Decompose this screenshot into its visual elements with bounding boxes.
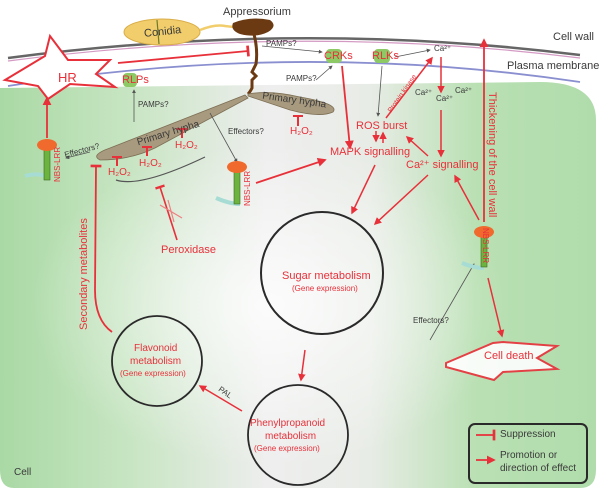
label-hr: HR	[58, 70, 77, 85]
legend-promotion-1: Promotion or	[500, 450, 558, 461]
legend-promotion-2: direction of effect	[500, 463, 576, 474]
label-nbs-lrr-right: NBS-LRR	[481, 228, 490, 264]
label-plasma-membrane: Plasma membrane	[507, 60, 600, 72]
nbs-lrr-middle	[215, 161, 247, 206]
label-ca-signalling: Ca²⁺ signalling	[406, 159, 479, 171]
label-ros-burst: ROS burst	[356, 120, 408, 132]
label-nbs-lrr-left: NBS-LRR	[53, 146, 62, 182]
label-ca-1: Ca²⁺	[415, 88, 433, 97]
label-effectors-middle: Effectors?	[228, 127, 264, 136]
label-peroxidase: Peroxidase	[161, 244, 217, 256]
label-rlps: RLPs	[122, 74, 149, 86]
label-sugar-metabolism: Sugar metabolism	[282, 270, 371, 282]
legend-suppression: Suppression	[500, 429, 556, 440]
label-pamps-3: PAMPs?	[138, 100, 169, 109]
label-h2o2-3: H₂O₂	[175, 140, 198, 151]
sugar-metabolism-circle	[260, 211, 384, 335]
label-cell-wall: Cell wall	[553, 31, 594, 43]
label-phenylpropanoid-2: metabolism	[265, 431, 317, 442]
label-flavonoid-2: metabolism	[130, 356, 182, 367]
label-h2o2-1: H₂O₂	[108, 167, 131, 178]
label-thickening-cell-wall: Thickening of the cell wall	[486, 92, 498, 218]
label-cell-death: Cell death	[484, 350, 534, 362]
label-appressorium: Appressorium	[223, 6, 291, 18]
primary-hypha-short	[247, 92, 335, 115]
label-h2o2-4: H₂O₂	[290, 126, 313, 137]
appressorium-shape	[232, 18, 274, 36]
label-effectors-right: Effectors?	[413, 316, 449, 325]
hr-star	[2, 33, 119, 101]
label-pamps-1: PAMPs?	[266, 39, 297, 48]
nbs-lrr-right	[461, 226, 494, 270]
legend	[468, 423, 588, 484]
label-phenylpropanoid-gene-expression: (Gene expression)	[254, 444, 320, 453]
label-nbs-lrr-middle: NBS-LRR	[243, 170, 252, 206]
cell-death-star	[445, 340, 561, 382]
label-flavonoid-gene-expression: (Gene expression)	[120, 369, 186, 378]
label-sugar-gene-expression: (Gene expression)	[292, 284, 358, 293]
label-crks: CRKs	[324, 50, 353, 62]
label-phenylpropanoid-1: Phenylpropanoid	[250, 418, 326, 429]
label-pamps-2: PAMPs?	[286, 74, 317, 83]
conidia-shape	[123, 18, 201, 46]
flavonoid-metabolism-circle	[111, 315, 203, 407]
cell-wall-line	[7, 37, 581, 60]
label-secondary-metabolites: Secondary metabolites	[78, 218, 90, 330]
label-ca-3: Ca²⁺	[455, 86, 473, 95]
primary-hypha-long	[96, 94, 249, 161]
label-flavonoid-1: Flavonoid	[134, 343, 178, 354]
label-rlks: RLKs	[372, 50, 399, 62]
phenylpropanoid-metabolism-circle	[247, 384, 349, 486]
label-cell: Cell	[14, 467, 32, 478]
label-mapk-signalling: MAPK signalling	[330, 146, 411, 158]
label-ca-2: Ca²⁺	[436, 94, 454, 103]
label-h2o2-2: H₂O₂	[139, 158, 162, 169]
nbs-lrr-left	[24, 139, 57, 181]
label-ca-top: Ca²⁺	[434, 44, 452, 53]
